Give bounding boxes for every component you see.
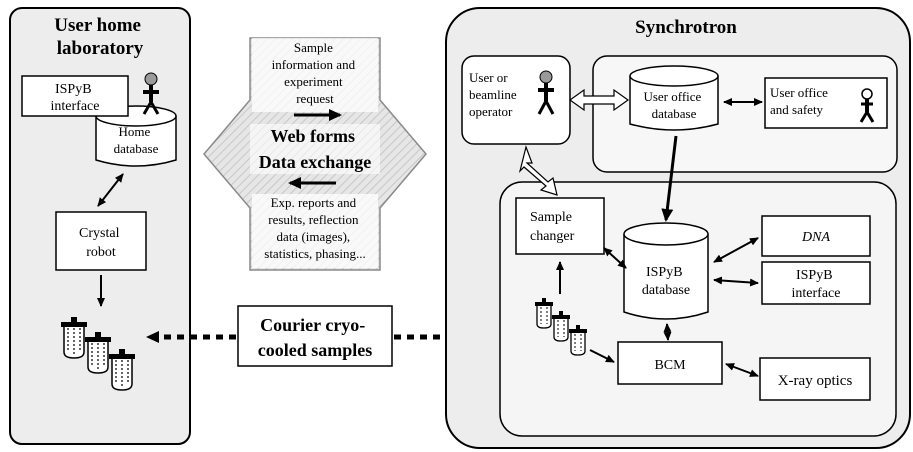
crystal-robot-box: Crystal robot bbox=[55, 211, 147, 271]
home-lab-title: User home laboratory bbox=[54, 15, 145, 59]
home-ispyb-interface-box: ISPyB interface bbox=[21, 75, 129, 117]
user-office-safety-box: User office and safety bbox=[764, 77, 888, 129]
svg-text:User office and safety: User office and safety bbox=[770, 85, 831, 117]
home-person-icon bbox=[142, 72, 160, 115]
exchange-top-text: Sample information and experiment reques… bbox=[272, 40, 359, 106]
arrow-changer-ispyb bbox=[603, 247, 627, 269]
svg-text:ISPyB interface: ISPyB interface bbox=[792, 268, 841, 301]
svg-text:DNA: DNA bbox=[801, 230, 830, 245]
exchange-center-text: Web forms Data exchange bbox=[259, 126, 371, 172]
svg-text:Crystal robot: Crystal robot bbox=[79, 226, 123, 260]
user-office-database: User office database bbox=[629, 65, 719, 131]
svg-text:ISPyB database: ISPyB database bbox=[642, 265, 690, 298]
courier-box: Courier cryo- cooled samples bbox=[237, 305, 393, 367]
bcm-box: BCM bbox=[617, 341, 723, 385]
sample-changer-box: Sample changer bbox=[515, 197, 605, 255]
svg-text:X-ray optics: X-ray optics bbox=[778, 373, 853, 389]
operator-person-icon bbox=[537, 70, 555, 115]
user-operator-box: User or beamline operator bbox=[461, 55, 571, 145]
exchange-bottom-text: Exp. reports and results, reflection dat… bbox=[264, 195, 365, 261]
svg-text:BCM: BCM bbox=[654, 358, 686, 373]
data-exchange-shape bbox=[203, 37, 427, 271]
arrow-operator-beamline bbox=[518, 144, 558, 196]
arrow-ispyb-interface bbox=[713, 276, 759, 287]
dna-box: DNA bbox=[761, 215, 871, 257]
svg-text:User office database: User office database bbox=[643, 89, 704, 121]
safety-person-icon bbox=[859, 88, 875, 123]
svg-text:Courier cryo- cooled sam: Courier cryo- cooled samples bbox=[258, 315, 373, 360]
arrow-ispyb-dna bbox=[713, 237, 759, 263]
arrow-vials-bcm bbox=[589, 349, 615, 363]
svg-text:Sample changer: Sample changer bbox=[530, 210, 576, 244]
synchrotron-title: Synchrotron bbox=[635, 17, 737, 38]
svg-text:User or beamline o: User or beamline operator bbox=[469, 70, 520, 119]
arrow-userofficedb-ispyb bbox=[661, 135, 678, 222]
arrow-homedb-robot bbox=[97, 173, 124, 207]
svg-text:Home database: Home database bbox=[114, 124, 159, 156]
xray-optics-box: X-ray optics bbox=[759, 357, 871, 401]
ispyb-database: ISPyB database bbox=[623, 222, 709, 320]
arrow-ispyb-bcm bbox=[663, 323, 672, 341]
arrow-bcm-xray bbox=[725, 363, 759, 377]
synchrotron-ispyb-interface-box: ISPyB interface bbox=[761, 261, 871, 305]
svg-text:ISPyB interface: ISPyB interface bbox=[51, 82, 100, 114]
arrow-operator-userofficedb bbox=[568, 88, 630, 112]
